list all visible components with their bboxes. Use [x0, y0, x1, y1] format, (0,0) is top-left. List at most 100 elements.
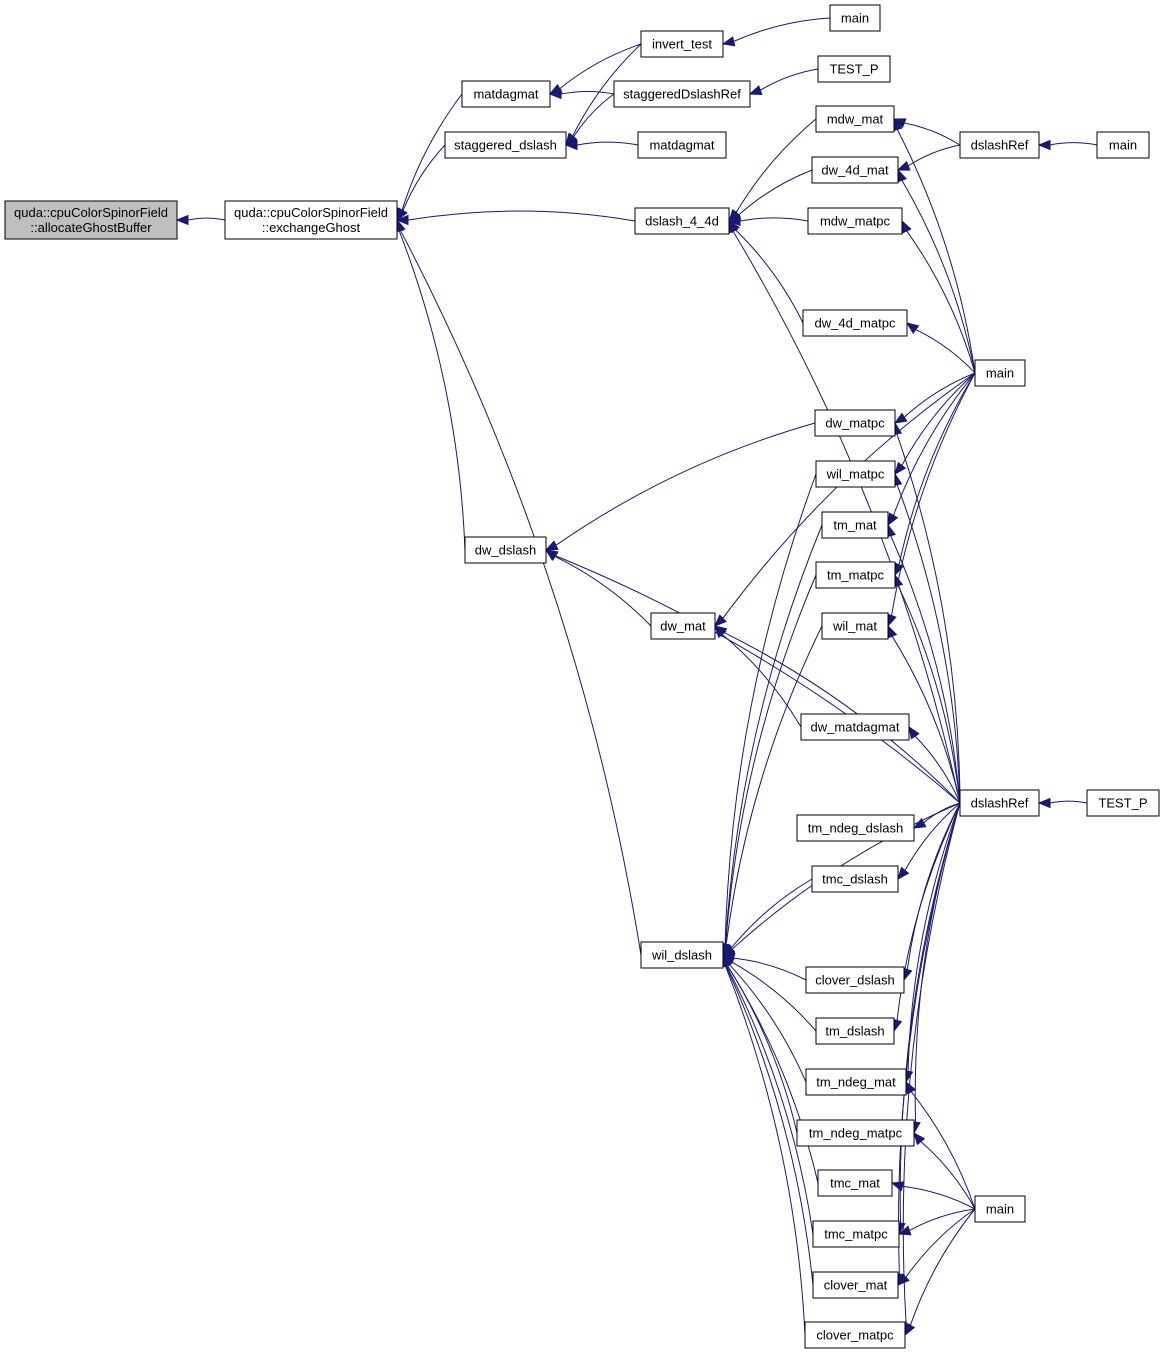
graph-node-tm-mat[interactable]: tm_mat — [821, 511, 889, 539]
edge-arrowhead — [912, 817, 927, 829]
graph-node-tmc-dslash[interactable]: tmc_dslash — [811, 865, 899, 893]
graph-node-wil-dslash[interactable]: wil_dslash — [640, 941, 724, 969]
graph-node-mdw-mat[interactable]: mdw_mat — [815, 105, 895, 133]
node-box — [817, 1169, 893, 1197]
edge-line — [559, 43, 642, 90]
node-box — [613, 80, 751, 108]
graph-node-dw-4d-matpc[interactable]: dw_4d_matpc — [802, 309, 908, 337]
edge-line — [723, 631, 961, 804]
edge-line — [733, 17, 831, 42]
graph-node-wil-mat[interactable]: wil_mat — [821, 612, 889, 640]
graph-node-dw-4d-mat[interactable]: dw_4d_mat — [811, 156, 899, 184]
call-edge — [565, 93, 615, 146]
call-edge — [721, 17, 831, 47]
graph-node-dw-dslash[interactable]: dw_dslash — [464, 536, 547, 564]
call-edge — [564, 139, 639, 151]
node-box — [805, 966, 905, 994]
call-edge — [727, 215, 809, 227]
edge-arrowhead — [544, 549, 559, 561]
edge-line — [1049, 800, 1088, 804]
graph-node-dw-matpc[interactable]: dw_matpc — [814, 409, 896, 437]
node-box — [804, 1321, 906, 1349]
node-label: staggered_dslash — [454, 138, 557, 153]
graph-node-main-bottom[interactable]: main — [974, 1195, 1026, 1223]
graph-node-invert-test[interactable]: invert_test — [640, 30, 724, 58]
graph-node-matdagmat-b[interactable]: matdagmat — [637, 131, 727, 159]
node-box — [796, 1119, 915, 1147]
edge-line — [902, 802, 961, 1325]
edge-arrowhead — [901, 219, 912, 234]
edge-line — [896, 433, 961, 804]
graph-node-mdw-matpc[interactable]: mdw_matpc — [807, 207, 903, 235]
edge-line — [896, 484, 961, 804]
edge-arrowhead — [905, 322, 920, 335]
graph-node-matdagmat-a[interactable]: matdagmat — [461, 80, 551, 108]
graph-node-staggereddslashref[interactable]: staggeredDslashRef — [613, 80, 751, 108]
node-box — [811, 865, 899, 893]
graph-node-root: quda::cpuColorSpinorField::allocateGhost… — [4, 200, 178, 240]
call-edge — [886, 372, 976, 628]
call-edge — [890, 1181, 976, 1210]
node-label: mdw_matpc — [820, 214, 891, 229]
edge-line — [760, 68, 819, 91]
graph-node-tm-ndeg-mat[interactable]: tm_ndeg_mat — [805, 1068, 907, 1096]
edge-line — [724, 524, 823, 945]
node-box — [800, 713, 910, 741]
call-edge — [897, 168, 976, 374]
node-label: wil_mat — [832, 619, 877, 634]
edge-line — [903, 372, 976, 418]
graph-node-main-right-top[interactable]: main — [1096, 131, 1150, 159]
call-edge — [891, 421, 961, 804]
node-box — [634, 207, 730, 235]
edge-arrowhead — [396, 207, 408, 222]
graph-node-dw-mat[interactable]: dw_mat — [650, 612, 716, 640]
edge-line — [400, 230, 642, 956]
call-edge — [722, 953, 819, 1184]
call-edge — [894, 372, 976, 476]
node-box — [650, 612, 716, 640]
graph-node-tmc-matpc[interactable]: tmc_matpc — [812, 1220, 900, 1248]
edge-arrowhead — [897, 1273, 910, 1286]
graph-node-staggered-dslash[interactable]: staggered_dslash — [444, 131, 567, 159]
edge-line — [735, 229, 804, 324]
edge-layer — [175, 17, 1098, 1337]
node-box — [640, 30, 724, 58]
edge-line — [896, 129, 976, 374]
edge-line — [555, 422, 816, 546]
edge-arrowhead — [908, 725, 920, 740]
edge-arrowhead — [713, 625, 728, 637]
graph-node-dslashref-main[interactable]: dslashRef — [959, 789, 1040, 817]
edge-line — [914, 735, 961, 804]
graph-node-test-p-top[interactable]: TEST_P — [817, 55, 891, 83]
edge-line — [909, 1208, 976, 1326]
graph-node-exchangeghost[interactable]: quda::cpuColorSpinorField::exchangeGhost — [224, 200, 398, 240]
graph-node-dw-matdagmat[interactable]: dw_matdagmat — [800, 713, 910, 741]
graph-node-tm-ndeg-dslash[interactable]: tm_ndeg_dslash — [796, 814, 915, 842]
graph-node-tm-dslash[interactable]: tm_dslash — [815, 1017, 895, 1045]
graph-node-clover-matpc[interactable]: clover_matpc — [804, 1321, 906, 1349]
node-box — [444, 131, 567, 159]
edge-line — [731, 961, 817, 1032]
graph-node-main-top[interactable]: main — [829, 4, 881, 32]
graph-node-dslash-4-4d[interactable]: dslash_4_4d — [634, 207, 730, 235]
node-label: mdw_mat — [827, 112, 884, 127]
graph-node-dslashref-top[interactable]: dslashRef — [959, 131, 1040, 159]
call-edge — [394, 218, 466, 551]
graph-node-main-mid[interactable]: main — [974, 359, 1026, 387]
node-label: dw_mat — [660, 619, 706, 634]
call-edge — [900, 802, 961, 1337]
edge-line — [890, 535, 961, 804]
graph-node-tmc-mat[interactable]: tmc_mat — [817, 1169, 893, 1197]
graph-node-tm-matpc[interactable]: tm_matpc — [815, 561, 896, 589]
graph-node-clover-dslash[interactable]: clover_dslash — [805, 966, 905, 994]
graph-node-test-p-bottom[interactable]: TEST_P — [1086, 789, 1160, 817]
call-edge — [721, 625, 823, 957]
graph-node-wil-matpc[interactable]: wil_matpc — [815, 460, 896, 488]
edge-line — [901, 180, 976, 374]
call-edge — [728, 219, 961, 804]
call-edge — [720, 953, 806, 1336]
graph-node-tm-ndeg-matpc[interactable]: tm_ndeg_matpc — [796, 1119, 915, 1147]
call-edge — [727, 169, 813, 222]
node-box — [796, 814, 915, 842]
graph-node-clover-mat[interactable]: clover_mat — [812, 1271, 899, 1299]
